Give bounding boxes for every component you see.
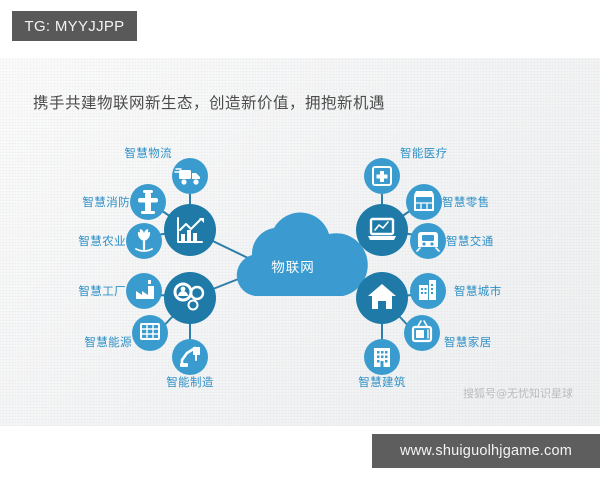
cluster-top-right: 智能医疗 智慧零售 [356,146,494,259]
node-city[interactable]: 智慧城市 [410,273,502,309]
fire-hydrant-icon [138,190,158,214]
city-buildings-icon [419,280,436,300]
center-cloud-label: 物联网 [271,260,315,276]
node-logistics[interactable]: 智慧物流 [124,146,208,194]
television-icon [411,320,433,343]
node-smart-home[interactable]: 智慧家居 [404,315,492,351]
tg-handle-label: TG: MYYJJPP [24,17,125,35]
node-factory[interactable]: 智慧工厂 [78,273,162,309]
hub-node-top-left[interactable] [164,204,216,256]
hub-node-top-right[interactable] [356,204,408,256]
node-label-transport: 智慧交通 [446,234,494,248]
node-transport[interactable]: 智慧交通 [410,223,494,259]
train-icon [416,232,440,252]
node-label-smart-home: 智慧家居 [444,335,492,349]
delivery-truck-icon [174,168,200,185]
laptop-chart-icon [368,217,396,240]
cloud-icon [236,212,368,296]
node-building[interactable]: 智慧建筑 [358,339,406,389]
cluster-top-left: 智慧物流 智慧消防 [78,146,216,259]
iot-ecosystem-diagram: 物联网 [78,146,502,389]
shop-storefront-icon [414,191,434,211]
cluster-bottom-left: 智慧工厂 智慧能源 智能制造 [78,272,216,389]
solar-panel-icon [140,323,160,340]
node-manufacturing[interactable]: 智能制造 [166,339,214,389]
node-energy[interactable]: 智慧能源 [84,315,168,351]
hub-node-bottom-left[interactable] [164,272,216,324]
medical-cross-icon [372,166,392,186]
node-label-fire-safety: 智慧消防 [82,195,130,209]
hub-circle [356,204,408,256]
node-label-building: 智慧建筑 [358,375,406,389]
sprout-plant-icon [135,229,153,252]
bar-chart-growth-icon [177,217,204,243]
factory-icon [136,280,154,299]
node-label-energy: 智慧能源 [84,335,132,349]
hub-node-bottom-right[interactable] [356,272,408,324]
office-building-icon [374,348,390,367]
node-label-city: 智慧城市 [454,284,502,298]
gears-person-icon [173,282,205,311]
node-label-logistics: 智慧物流 [124,146,172,160]
satellite-circle [172,339,208,375]
robot-arm-icon [180,346,200,367]
headline-text: 携手共建物联网新生态，创造新价值，拥抱新机遇 [33,94,386,112]
satellite-circle [126,273,162,309]
infographic-canvas: 携手共建物联网新生态，创造新价值，拥抱新机遇 [0,58,600,426]
node-agriculture[interactable]: 智慧农业 [78,223,162,259]
node-label-agriculture: 智慧农业 [78,234,126,248]
node-medical[interactable]: 智能医疗 [364,146,448,194]
website-url-bar: www.shuiguolhjgame.com [372,434,600,468]
node-label-medical: 智能医疗 [400,146,448,160]
tg-handle-badge: TG: MYYJJPP [12,11,137,41]
cluster-bottom-right: 智慧城市 智慧家居 [356,272,502,389]
satellite-circle [406,184,442,220]
node-fire-safety[interactable]: 智慧消防 [82,184,166,220]
node-retail[interactable]: 智慧零售 [406,184,490,220]
node-label-factory: 智慧工厂 [78,284,126,298]
node-label-retail: 智慧零售 [442,195,490,209]
node-label-manufacturing: 智能制造 [166,375,214,389]
center-cloud-node[interactable]: 物联网 [236,212,368,296]
source-watermark: 搜狐号@无忧知识星球 [463,387,573,400]
house-icon [368,284,396,309]
satellite-circle [132,315,168,351]
website-url-label: www.shuiguolhjgame.com [399,443,573,459]
